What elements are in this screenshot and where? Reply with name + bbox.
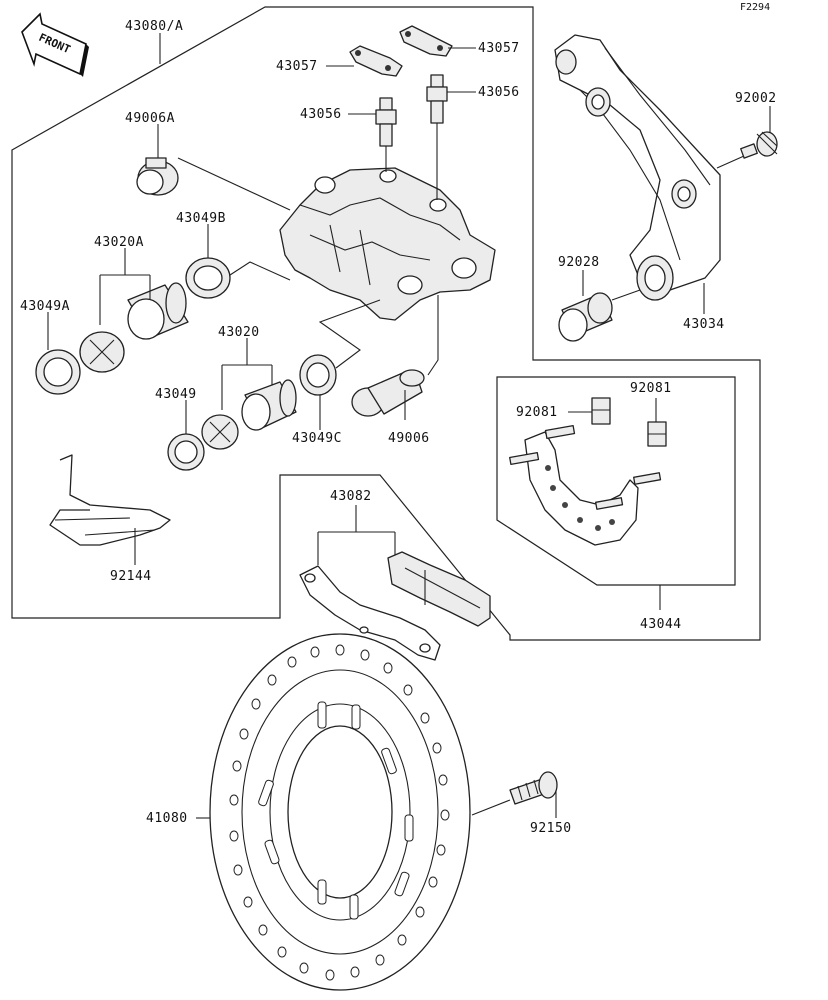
- label-clip-2: 92081: [630, 381, 672, 396]
- label-pad-spring: 92144: [110, 569, 152, 584]
- disc-holes: [229, 644, 450, 981]
- label-boot-a: 49006A: [125, 111, 175, 126]
- label-bracket: 43034: [683, 317, 725, 332]
- seal: [167, 433, 205, 471]
- holder-group-frame: [496, 376, 736, 586]
- label-caliper-assy: 43080/A: [125, 19, 183, 34]
- label-clip: 92081: [516, 405, 558, 420]
- label-bleeder-valve: 43056: [300, 107, 342, 122]
- label-piston: 43020: [218, 325, 260, 340]
- label-seal: 43049: [155, 387, 197, 402]
- seal-a: [35, 349, 81, 395]
- figure-code: F2294: [740, 2, 770, 13]
- label-bleeder-cap-2: 43057: [478, 41, 520, 56]
- clip: [591, 397, 611, 425]
- label-seal-a: 43049A: [20, 299, 70, 314]
- pad-holder: [509, 424, 662, 546]
- disc-bolt: [509, 771, 558, 805]
- boot-a: [136, 157, 179, 196]
- collar: [558, 292, 613, 342]
- brake-pad-shim: [299, 565, 441, 661]
- piston-insulator-a: [79, 331, 125, 373]
- seal-c: [299, 354, 337, 396]
- bracket-bolt: [740, 131, 778, 159]
- bleeder-cap-2: [399, 25, 453, 57]
- seal-b: [185, 257, 231, 299]
- caliper-bracket: [554, 34, 721, 301]
- brake-pad: [387, 551, 491, 627]
- label-disc: 41080: [146, 811, 188, 826]
- bleeder-cap: [349, 45, 403, 77]
- label-collar: 92028: [558, 255, 600, 270]
- front-arrow-icon: FRONT: [21, 12, 89, 77]
- bleeder-valve: [375, 97, 397, 172]
- label-bleeder-cap: 43057: [276, 59, 318, 74]
- label-pin-boot: 49006: [388, 431, 430, 446]
- label-bracket-bolt: 92002: [735, 91, 777, 106]
- piston-a: [127, 282, 189, 340]
- pin-boot: [351, 369, 425, 417]
- piston-insulator: [201, 414, 239, 450]
- label-holder: 43044: [640, 617, 682, 632]
- clip-2: [647, 421, 667, 447]
- label-disc-bolt: 92150: [530, 821, 572, 836]
- disc-slots: [258, 701, 414, 920]
- label-pad-set: 43082: [330, 489, 372, 504]
- label-piston-a: 43020A: [94, 235, 144, 250]
- piston: [241, 379, 297, 431]
- label-seal-b: 43049B: [176, 211, 226, 226]
- pad-spring: [49, 454, 171, 546]
- brake-disc: [209, 633, 471, 991]
- label-seal-c: 43049C: [292, 431, 342, 446]
- label-bleeder-valve-2: 43056: [478, 85, 520, 100]
- caliper-group-frame: [11, 6, 761, 641]
- caliper-body: [279, 167, 496, 321]
- bleeder-valve-2: [426, 74, 448, 200]
